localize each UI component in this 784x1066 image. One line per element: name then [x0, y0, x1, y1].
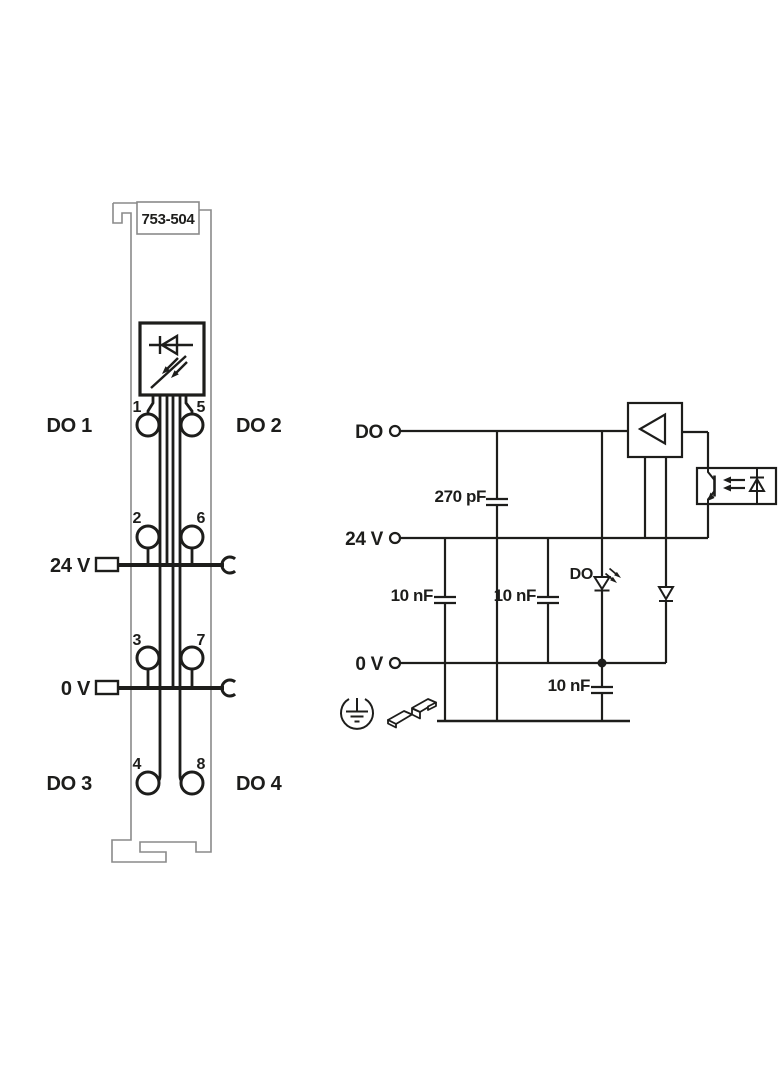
phototransistor-collector	[707, 468, 716, 481]
driver-triangle	[637, 412, 667, 446]
terminal-8	[179, 770, 205, 796]
rail-contact-socket-icon	[220, 555, 237, 575]
phototransistor-arrow	[707, 492, 715, 501]
led-box-arrow-1	[165, 357, 179, 371]
power-jumper-contact-icon	[94, 556, 120, 573]
capacitor-icon	[591, 685, 613, 695]
led-box-arrowhead-2	[171, 370, 179, 378]
c10-left-value: 10 nF	[391, 586, 433, 605]
din-rail-channel	[411, 707, 421, 720]
label-do2: DO 2	[236, 415, 282, 437]
terminal-number-8: 8	[197, 756, 206, 773]
do-led-label: DO	[570, 566, 593, 583]
terminal-7	[179, 645, 205, 671]
terminal-number-1: 1	[133, 399, 142, 416]
capacitor-icon	[486, 497, 508, 507]
terminal-number-2: 2	[133, 510, 142, 527]
led-box-arrow-2	[174, 361, 188, 375]
0v-terminal	[388, 656, 402, 670]
opto-led-diode	[748, 476, 766, 492]
led-indicator-box-icon	[138, 321, 206, 397]
led-box-arrowhead-1	[162, 366, 170, 374]
24v-rail	[94, 530, 237, 575]
led-box-bar	[150, 355, 187, 389]
terminal-circles	[135, 412, 205, 796]
din-rail-right-edge	[427, 701, 437, 711]
c10-mid-value: 10 nF	[494, 586, 536, 605]
c10-left-branch: 10 nF	[391, 538, 456, 721]
terminal-1	[135, 412, 161, 438]
terminal-5	[179, 412, 205, 438]
terminal-3	[135, 645, 161, 671]
label-do1: DO 1	[47, 415, 93, 437]
label-24v: 24 V	[50, 555, 91, 577]
wire-bundle	[146, 395, 194, 785]
terminal-numbers: 1 5 2 6 3 7 4 8	[133, 399, 206, 773]
do-led-branch: DO 10 nF	[548, 431, 621, 721]
flyback-diode-branch	[643, 457, 675, 663]
terminal-6	[179, 524, 205, 550]
do-terminal	[388, 424, 402, 438]
light-arrowhead-2	[723, 484, 731, 492]
0v-rail	[94, 650, 237, 698]
do-led-ray-2	[608, 567, 617, 575]
led-box-diode	[149, 333, 193, 357]
junction-dot	[597, 658, 607, 668]
terminal-number-7: 7	[197, 632, 206, 649]
optocoupler-icon	[695, 466, 778, 506]
schematic-view: DO 24 V 0 V 270 pF 10 nF 10 nF	[340, 401, 778, 730]
module-labels: DO 1 DO 2 24 V 0 V DO 3 DO 4	[47, 415, 283, 795]
din-rail-icon	[387, 698, 437, 729]
do-led-ray-head-1	[610, 576, 617, 583]
terminal-number-6: 6	[197, 510, 206, 527]
terminal-number-4: 4	[133, 756, 142, 773]
do-led-icon	[592, 576, 612, 592]
do-led-ray-1	[604, 572, 613, 580]
terminal-4	[135, 770, 161, 796]
earth-arc	[340, 698, 374, 730]
flyback-diode-icon	[657, 586, 675, 602]
label-do3: DO 3	[47, 773, 93, 795]
terminal-2	[135, 524, 161, 550]
label-do4: DO 4	[236, 773, 283, 795]
driver-output-wire	[682, 430, 710, 538]
module-view: 753-504	[47, 201, 283, 863]
label-schematic-do: DO	[355, 422, 383, 443]
label-schematic-24v: 24 V	[345, 529, 384, 550]
24v-terminal	[388, 531, 402, 545]
driver-box	[626, 401, 684, 459]
phototransistor-emitter	[707, 490, 716, 504]
earth-bars	[346, 710, 368, 723]
light-arrowhead-1	[723, 476, 731, 484]
part-number: 753-504	[142, 211, 196, 228]
wire-to-terminal-8	[178, 395, 192, 785]
diode-wire	[643, 457, 668, 663]
capacitor-icon	[537, 595, 559, 605]
label-0v: 0 V	[61, 678, 91, 700]
part-number-box	[136, 201, 200, 235]
led-box-frame	[138, 321, 206, 397]
capacitor-icon	[434, 595, 456, 605]
functional-earth-icon	[340, 698, 374, 730]
c10-gnd-value: 10 nF	[548, 676, 590, 695]
do-led-ray-head-2	[614, 571, 621, 578]
terminal-number-3: 3	[133, 632, 142, 649]
c10-mid-branch: 10 nF	[494, 538, 559, 663]
wire-to-terminal-4	[148, 395, 162, 785]
label-schematic-0v: 0 V	[355, 654, 383, 675]
driver-amplifier-icon	[626, 401, 710, 538]
module-outline	[111, 202, 212, 863]
terminal-number-5: 5	[197, 399, 206, 416]
c270-value: 270 pF	[435, 487, 486, 506]
din-rail-left-edge	[387, 719, 397, 729]
power-jumper-contact-icon	[94, 679, 120, 696]
c270-branch: 270 pF	[435, 431, 508, 721]
rail-contact-socket-icon	[220, 678, 237, 698]
